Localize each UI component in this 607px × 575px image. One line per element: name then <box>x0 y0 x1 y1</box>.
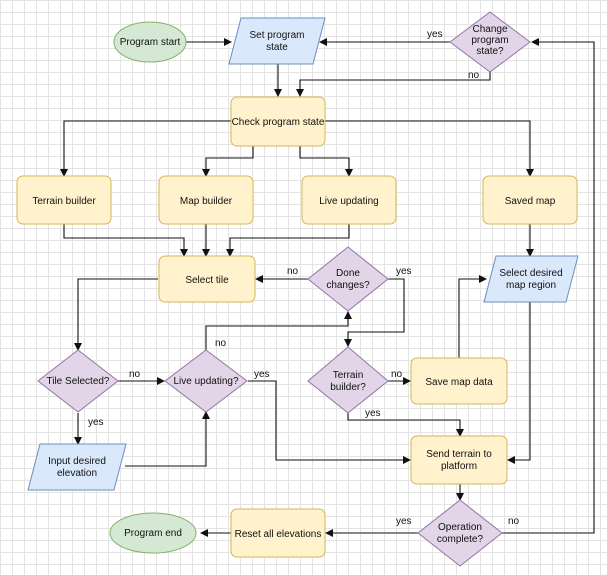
edge-label-terrain-no: no <box>391 369 403 380</box>
node-program-start-label: Program start <box>120 37 181 48</box>
node-program-end-label: Program end <box>124 528 182 539</box>
edge-op-no-to-change <box>502 38 595 534</box>
edge-label-change-no: no <box>468 70 480 81</box>
edge-check-to-live <box>299 146 353 177</box>
node-save-map-data[interactable]: Save map data <box>410 357 508 405</box>
node-program-start[interactable]: Program start <box>113 21 187 63</box>
edge-label-live-no: no <box>215 338 227 349</box>
edge-terrain-to-select <box>63 224 188 257</box>
edge-check-to-map <box>202 146 254 177</box>
edge-check-to-saved <box>324 120 534 177</box>
node-check-program-state[interactable]: Check program state <box>230 96 326 147</box>
edge-input-to-live-q <box>125 411 210 467</box>
node-reset-elevations[interactable]: Reset all elevations <box>230 508 326 558</box>
node-save-map-data-label: Save map data <box>425 377 493 388</box>
edge-check-to-terrain <box>60 120 232 177</box>
node-map-builder[interactable]: Map builder <box>158 175 254 225</box>
node-select-tile-label: Select tile <box>185 275 229 286</box>
edge-label-change-yes: yes <box>427 29 443 40</box>
edge-label-op-no: no <box>508 516 520 527</box>
edge-region-to-send <box>507 302 531 464</box>
edge-live-to-select <box>226 224 350 257</box>
node-map-builder-label: Map builder <box>180 196 233 207</box>
edge-labels: yes no no yes no no yes yes no yes yes n… <box>88 29 520 527</box>
edge-live-yes-to-send <box>248 380 411 464</box>
edge-label-done-yes: yes <box>396 266 412 277</box>
node-terrain-builder[interactable]: Terrain builder <box>16 175 112 225</box>
edge-label-done-no: no <box>287 266 299 277</box>
node-tile-selected[interactable]: Tile Selected? <box>37 349 119 413</box>
edge-select-to-tile-q <box>74 278 158 351</box>
node-saved-map-label: Saved map <box>505 196 556 207</box>
edge-done-yes-to-terrain-q <box>344 278 405 347</box>
node-select-tile[interactable]: Select tile <box>158 255 256 303</box>
edge-label-tile-no: no <box>129 369 141 380</box>
node-live-updating-label: Live updating <box>319 196 379 207</box>
node-live-updating-q-label: Live updating? <box>173 376 238 387</box>
node-tile-selected-label: Tile Selected? <box>47 376 110 387</box>
edge-label-live-yes: yes <box>254 369 270 380</box>
node-live-updating-q[interactable]: Live updating? <box>164 349 248 413</box>
edge-change-no-to-check <box>296 68 491 97</box>
edge-live-no-to-done <box>205 311 352 350</box>
node-terrain-builder-label: Terrain builder <box>32 196 96 207</box>
node-program-end[interactable]: Program end <box>109 512 197 554</box>
edges <box>60 38 595 537</box>
node-saved-map[interactable]: Saved map <box>482 175 578 225</box>
edge-terrain-q-yes-to-send <box>347 412 464 437</box>
node-check-program-state-label: Check program state <box>232 117 325 128</box>
node-live-updating[interactable]: Live updating <box>301 175 397 225</box>
node-reset-elevations-label: Reset all elevations <box>235 529 322 540</box>
edge-label-terrain-yes: yes <box>365 408 381 419</box>
edge-label-op-yes: yes <box>396 516 412 527</box>
edge-label-tile-yes: yes <box>88 417 104 428</box>
edge-save-to-region <box>458 275 487 358</box>
